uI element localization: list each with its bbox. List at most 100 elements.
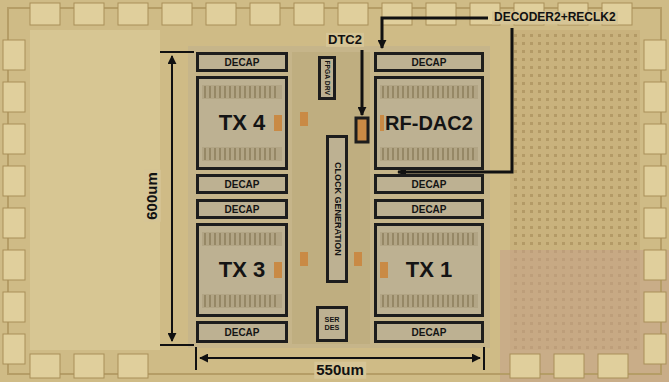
stripe-bar: [457, 295, 459, 307]
stripe-bar: [407, 86, 409, 98]
stripe-bar: [209, 86, 211, 98]
bond-pad: [3, 250, 25, 280]
stripe-bar: [269, 233, 271, 245]
block-label: DECAP: [410, 57, 447, 68]
stripe-bar: [204, 233, 206, 245]
bond-pad: [644, 124, 666, 154]
stripe-bar: [432, 86, 434, 98]
circuit-block: TX 3: [196, 223, 288, 317]
stripe-bar: [264, 295, 266, 307]
stripe-bar: [229, 233, 231, 245]
stripe-bar: [254, 233, 256, 245]
stripe-bar: [229, 148, 231, 160]
dimension-line: [200, 357, 480, 359]
block-label: DECAP: [410, 327, 447, 338]
stripe-bar: [254, 295, 256, 307]
stripe-bar: [224, 86, 226, 98]
bond-via: [354, 252, 362, 266]
stripe-bar: [452, 233, 454, 245]
stripe-band: [202, 294, 282, 308]
stripe-bar: [427, 295, 429, 307]
metal-fill: [30, 30, 160, 350]
stripe-bar: [422, 148, 424, 160]
stripe-bar: [392, 148, 394, 160]
stripe-bar: [442, 233, 444, 245]
stripe-band: [380, 232, 478, 246]
bond-pad: [250, 3, 280, 25]
bond-pad: [30, 354, 60, 378]
stripe-bar: [249, 148, 251, 160]
bond-pad: [118, 3, 148, 25]
bond-pad: [644, 292, 666, 322]
block-fill: [374, 52, 484, 72]
stripe-band: [380, 85, 478, 99]
bond-pad: [644, 166, 666, 196]
stripe-bar: [214, 86, 216, 98]
stripe-bar: [397, 295, 399, 307]
decap-block: DECAP: [196, 199, 288, 219]
stripe-bar: [259, 233, 261, 245]
block-fill: [374, 174, 484, 194]
stripe-bar: [402, 233, 404, 245]
bond-pad: [162, 3, 192, 25]
dimension-label: 550um: [314, 362, 366, 379]
stripe-bar: [417, 233, 419, 245]
decap-block: DECAP: [374, 199, 484, 219]
bond-via: [274, 262, 282, 278]
stripe-bar: [447, 233, 449, 245]
stripe-bar: [407, 295, 409, 307]
bond-pad: [30, 3, 60, 25]
block-fill: [196, 321, 288, 343]
bond-pad: [3, 40, 25, 70]
stripe-bar: [452, 86, 454, 98]
bond-pad: [294, 3, 324, 25]
stripe-bar: [269, 86, 271, 98]
stripe-bar: [254, 148, 256, 160]
bond-pad: [3, 334, 25, 364]
stripe-bar: [254, 86, 256, 98]
dimension-tick: [483, 347, 485, 370]
stripe-band: [202, 147, 282, 161]
stripe-bar: [274, 86, 276, 98]
block-label: DECAP: [223, 57, 260, 68]
stripe-bar: [214, 148, 216, 160]
block-fill: [196, 174, 288, 194]
stripe-bar: [234, 295, 236, 307]
circuit-block: RF-DAC2: [374, 76, 484, 170]
block-fill: [374, 76, 484, 170]
stripe-bar: [462, 295, 464, 307]
stripe-bar: [467, 86, 469, 98]
stripe-bar: [244, 148, 246, 160]
bond-pad: [426, 3, 456, 25]
stripe-bar: [234, 86, 236, 98]
stripe-bar: [452, 295, 454, 307]
stripe-bar: [417, 148, 419, 160]
stripe-bar: [467, 295, 469, 307]
dimension-tick: [160, 344, 194, 346]
stripe-bar: [422, 233, 424, 245]
die-region: [500, 250, 669, 382]
bond-pad: [382, 3, 412, 25]
stripe-bar: [244, 295, 246, 307]
stripe-bar: [264, 233, 266, 245]
callout-label: DTC2: [326, 33, 364, 47]
decap-block: DECAP: [374, 52, 484, 72]
dimension-line: [171, 56, 173, 341]
bond-pad: [74, 3, 104, 25]
stripe-bar: [442, 86, 444, 98]
leader-arrow: [361, 50, 364, 115]
stripe-bar: [382, 295, 384, 307]
stripe-bar: [244, 233, 246, 245]
stripe-bar: [462, 86, 464, 98]
block-fill: [374, 223, 484, 317]
bond-pad: [644, 250, 666, 280]
bond-via: [300, 252, 308, 266]
stripe-bar: [259, 148, 261, 160]
leader-arrow: [382, 18, 488, 48]
stripe-band: [202, 85, 282, 99]
stripe-bar: [264, 86, 266, 98]
stripe-bar: [392, 295, 394, 307]
block-fill: [374, 321, 484, 343]
